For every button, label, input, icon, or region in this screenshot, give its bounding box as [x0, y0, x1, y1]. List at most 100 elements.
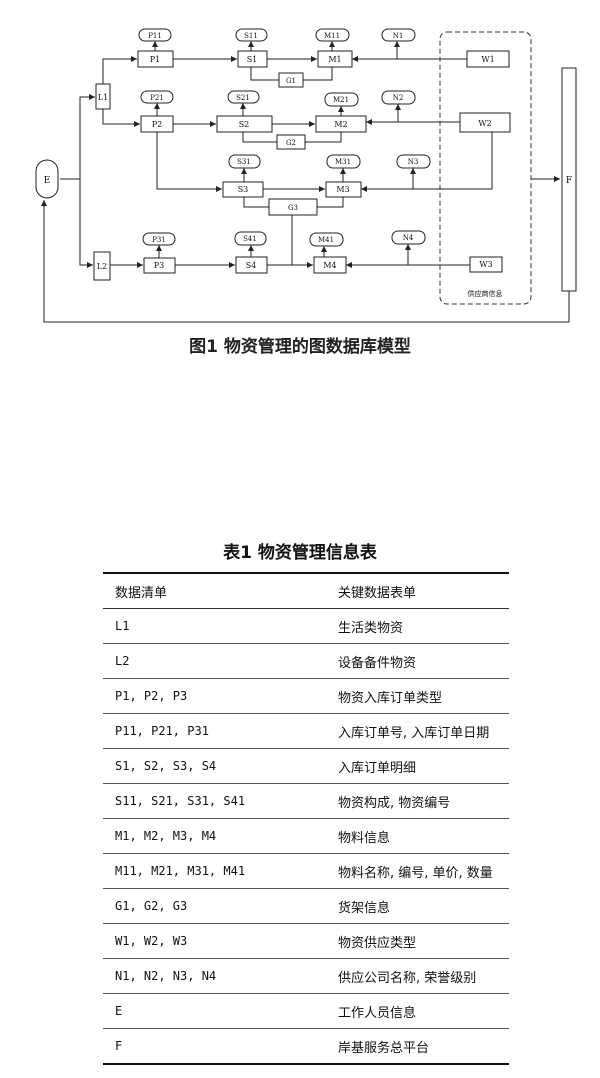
node-N4: N4	[391, 230, 426, 245]
svg-text:M2: M2	[334, 120, 347, 129]
svg-text:S11: S11	[244, 32, 258, 40]
table-cell: 物资构成, 物资编号	[320, 783, 509, 819]
svg-text:S3: S3	[238, 185, 249, 194]
table-cell: 设备备件物资	[320, 643, 509, 679]
table-cell: 货架信息	[320, 888, 509, 924]
node-W2: W2	[459, 112, 511, 133]
table-cell: L2	[103, 643, 320, 679]
svg-text:P21: P21	[150, 94, 164, 102]
node-M1: M1	[317, 50, 353, 68]
node-P3: P3	[143, 257, 176, 274]
svg-text:W2: W2	[478, 119, 491, 128]
table-cell: 入库订单明细	[320, 748, 509, 784]
svg-text:G2: G2	[286, 139, 296, 147]
table-cell: 岸基服务总平台	[320, 1028, 509, 1065]
svg-text:G1: G1	[286, 77, 296, 85]
svg-text:M4: M4	[323, 261, 336, 270]
table-header-row: 数据清单 关键数据表单	[103, 572, 509, 609]
svg-text:E: E	[44, 176, 51, 186]
svg-text:W3: W3	[479, 260, 492, 269]
svg-text:M41: M41	[318, 236, 334, 244]
node-M21: M21	[324, 92, 359, 107]
graph-database-model-diagram: 供应商信息 E F L1 L2 P1 P2 P3 P11 P21 P31	[35, 28, 577, 323]
node-M41: M41	[309, 232, 344, 247]
table-cell: 供应公司名称, 荣誉级别	[320, 958, 509, 994]
svg-text:S2: S2	[239, 120, 250, 129]
table-cell: W1, W2, W3	[103, 923, 320, 959]
svg-text:S41: S41	[243, 235, 257, 243]
supplier-group-label: 供应商信息	[468, 289, 503, 298]
node-M11: M11	[315, 28, 350, 42]
table-cell: P11, P21, P31	[103, 713, 320, 749]
svg-text:M11: M11	[324, 32, 340, 40]
node-P1: P1	[137, 50, 174, 68]
table-cell: 入库订单号, 入库订单日期	[320, 713, 509, 749]
svg-text:N2: N2	[393, 94, 404, 102]
figure-caption: 图1 物资管理的图数据库模型	[189, 337, 411, 357]
node-M2: M2	[315, 115, 367, 133]
svg-text:N3: N3	[408, 158, 419, 166]
svg-text:M1: M1	[328, 55, 341, 64]
node-L1: L1	[95, 83, 111, 110]
node-P21: P21	[140, 90, 174, 104]
node-P2: P2	[140, 115, 174, 133]
svg-text:M31: M31	[335, 158, 351, 166]
node-P11: P11	[138, 28, 172, 42]
svg-text:N1: N1	[393, 32, 404, 40]
svg-text:P1: P1	[150, 55, 160, 64]
column-header: 关键数据表单	[320, 572, 509, 609]
table-cell: 工作人员信息	[320, 993, 509, 1029]
node-E: E	[35, 159, 59, 199]
node-S1: S1	[237, 50, 268, 68]
svg-text:L1: L1	[98, 93, 108, 102]
table-cell: E	[103, 993, 320, 1029]
node-S3: S3	[222, 181, 264, 198]
node-S41: S41	[234, 231, 267, 246]
svg-text:G3: G3	[288, 204, 298, 212]
svg-text:W1: W1	[481, 55, 494, 64]
table-cell: S1, S2, S3, S4	[103, 748, 320, 784]
node-S2: S2	[216, 115, 273, 133]
svg-text:P2: P2	[152, 120, 162, 129]
svg-text:S1: S1	[247, 55, 258, 64]
node-S21: S21	[227, 90, 260, 104]
node-F: F	[561, 67, 577, 292]
table-cell: N1, N2, N3, N4	[103, 958, 320, 994]
svg-text:P11: P11	[148, 32, 162, 40]
node-P31: P31	[142, 232, 176, 246]
table-cell: F	[103, 1028, 320, 1065]
table-cell: M1, M2, M3, M4	[103, 818, 320, 854]
node-M31: M31	[326, 154, 361, 169]
node-N2: N2	[381, 90, 416, 105]
svg-text:P3: P3	[154, 261, 164, 270]
svg-text:M21: M21	[333, 96, 349, 104]
svg-text:N4: N4	[403, 234, 414, 242]
column-header: 数据清单	[103, 572, 320, 609]
node-W1: W1	[466, 50, 510, 68]
node-N1: N1	[381, 28, 416, 42]
node-S31: S31	[228, 154, 261, 169]
node-S11: S11	[235, 28, 268, 42]
svg-text:L2: L2	[97, 262, 107, 271]
table-cell: 生活类物资	[320, 608, 509, 644]
table-caption: 表1 物资管理信息表	[223, 543, 377, 563]
svg-text:F: F	[566, 176, 572, 186]
svg-text:S4: S4	[246, 261, 257, 270]
svg-text:P31: P31	[152, 236, 166, 244]
table-cell: L1	[103, 608, 320, 644]
node-L2: L2	[93, 251, 111, 281]
